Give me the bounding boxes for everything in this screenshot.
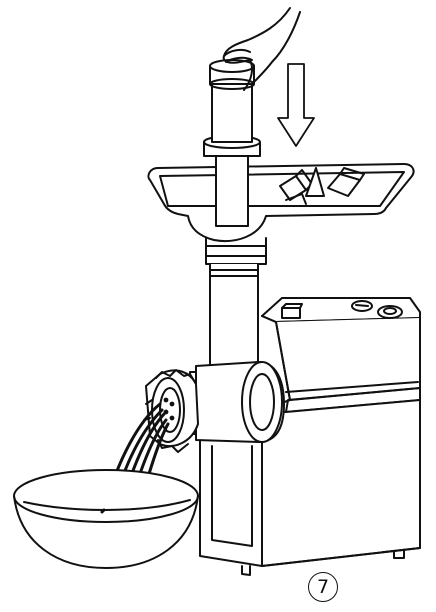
bowl: [14, 470, 198, 568]
step-number: 7: [308, 572, 338, 602]
feed-tube: [206, 238, 266, 380]
grinder-barrel: [190, 362, 284, 442]
step-number-badge: 7: [308, 572, 338, 602]
feeding-tray: [148, 164, 413, 241]
down-arrow-icon: [278, 64, 314, 146]
